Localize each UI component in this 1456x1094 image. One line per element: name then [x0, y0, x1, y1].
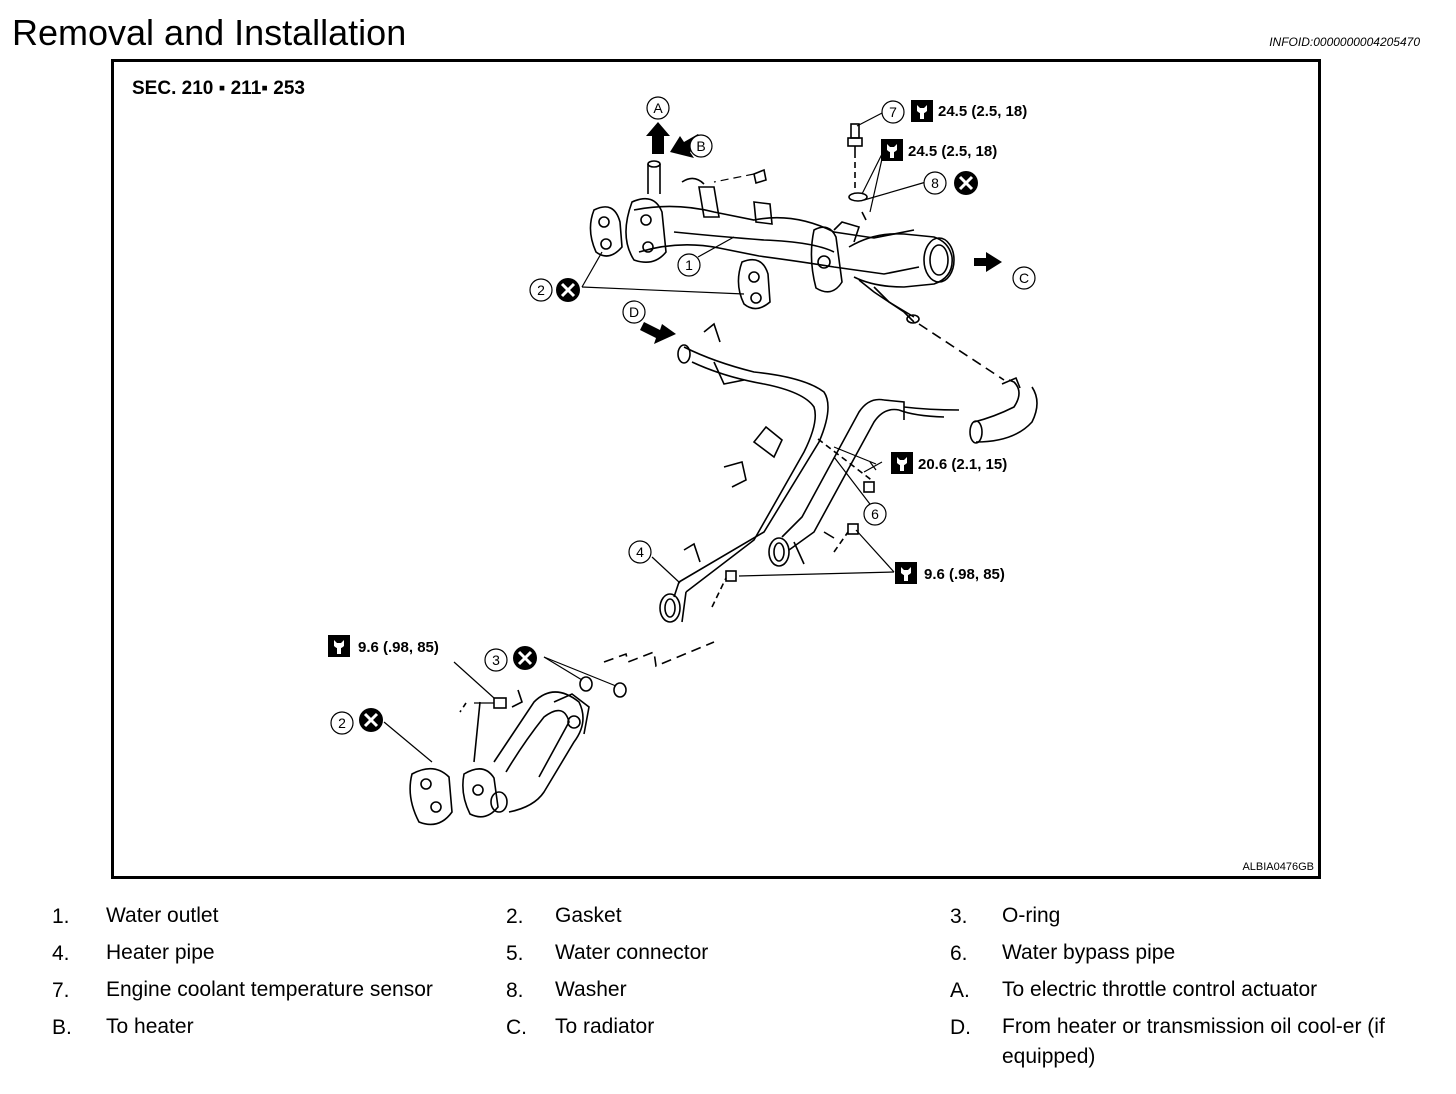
diagram-frame: SEC. 210 ▪ 211▪ 253 ALBIA0476GB [111, 59, 1321, 879]
legend-text-a: To electric throttle control actuator [1002, 978, 1318, 1001]
legend-key-5: 5. [506, 942, 524, 965]
legend-text-d: From heater or transmission oil cool-er … [1002, 1015, 1385, 1068]
legend-key-8: 8. [506, 979, 524, 1002]
bolt-lower [453, 661, 507, 713]
torque-value-washer: 24.5 (2.5, 18) [908, 143, 997, 160]
legend-text-1: Water outlet [106, 904, 219, 927]
legend-text-8: Washer [555, 978, 627, 1001]
callout-2-upper: 2 [537, 282, 545, 298]
callout-1: 1 [685, 257, 693, 273]
legend-text-4: Heater pipe [106, 941, 215, 964]
section-reference: SEC. 210 ▪ 211▪ 253 [132, 78, 305, 99]
gasket-upper [589, 206, 771, 310]
o-rings [543, 656, 627, 698]
legend-key-2: 2. [506, 905, 524, 928]
legend-text-c: To radiator [555, 1015, 655, 1038]
legend-text-5: Water connector [555, 941, 709, 964]
legend-key-7: 7. [52, 979, 70, 1002]
connection-line-c [918, 323, 1005, 381]
callout-circles [330, 96, 1036, 735]
callout-2-lower: 2 [338, 715, 346, 731]
legend-text-3: O-ring [1002, 904, 1061, 927]
heater-pipe [768, 398, 960, 567]
legend-text-2: Gasket [555, 904, 622, 927]
water-outlet [625, 160, 955, 324]
water-bypass-pipe [659, 322, 829, 623]
legend-key-b: B. [52, 1016, 72, 1039]
water-connector [462, 689, 590, 818]
legend-key-6: 6. [950, 942, 968, 965]
torque-value-sensor: 24.5 (2.5, 18) [938, 103, 1027, 120]
page-title: Removal and Installation [12, 12, 407, 53]
bolts-middle [711, 438, 883, 608]
legend-text-6: Water bypass pipe [1002, 941, 1176, 964]
coolant-temperature-sensor [847, 123, 868, 221]
callout-b: B [696, 138, 705, 154]
torque-value-pipe-bolts: 9.6 (.98, 85) [924, 566, 1005, 583]
torque-value-bypass-bolt: 20.6 (2.1, 15) [918, 456, 1007, 473]
connection-line-lower [603, 641, 715, 668]
legend-key-d: D. [950, 1016, 971, 1039]
info-id: INFOID:0000000004205470 [1269, 35, 1420, 49]
legend-key-c: C. [506, 1016, 527, 1039]
exploded-parts-diagram: A B C D 1 2 7 8 6 4 3 2 24.5 (2.5, 18) 2… [327, 96, 1038, 826]
gasket-lower [383, 721, 453, 826]
callout-8: 8 [931, 175, 939, 191]
callout-c: C [1019, 270, 1029, 286]
legend-key-4: 4. [52, 942, 70, 965]
legend-key-a: A. [950, 979, 970, 1002]
leader-lines-middle [651, 446, 895, 584]
legend-text-b: To heater [106, 1015, 194, 1038]
legend-text-7: Engine coolant temperature sensor [106, 978, 433, 1001]
legend-key-3: 3. [950, 905, 968, 928]
callout-7: 7 [889, 104, 897, 120]
torque-value-connector-bolt: 9.6 (.98, 85) [358, 639, 439, 656]
callout-4: 4 [636, 544, 644, 560]
callout-d: D [629, 304, 639, 320]
callout-6: 6 [871, 506, 879, 522]
do-not-reuse-icon [357, 169, 980, 734]
hose-upper-right [969, 376, 1038, 444]
callout-3: 3 [492, 652, 500, 668]
legend-key-1: 1. [52, 905, 70, 928]
figure-id: ALBIA0476GB [1242, 861, 1314, 873]
callout-a: A [653, 100, 663, 116]
